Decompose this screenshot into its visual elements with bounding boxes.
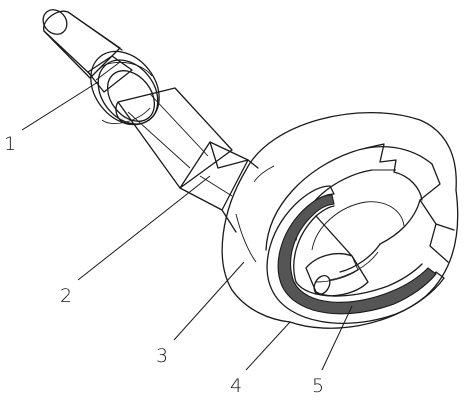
leader-3 (173, 261, 245, 341)
locating-disc (305, 215, 369, 297)
ring-housing (221, 112, 459, 329)
transition-section (179, 141, 259, 233)
callout-label-4: 4 (230, 375, 242, 397)
leader-4 (245, 321, 291, 371)
callout-label-1: 1 (4, 133, 16, 155)
shaft-tip (42, 9, 123, 79)
seal-ring (90, 50, 160, 126)
shaft-body (115, 87, 233, 189)
callout-label-5: 5 (312, 375, 324, 397)
leader-lines (21, 81, 353, 371)
leader-1 (21, 81, 99, 131)
callout-labels: 1 2 3 4 5 (4, 133, 324, 397)
leader-2 (77, 175, 211, 281)
callout-label-3: 3 (156, 345, 168, 367)
callout-label-2: 2 (60, 285, 72, 307)
leader-5 (321, 305, 353, 371)
